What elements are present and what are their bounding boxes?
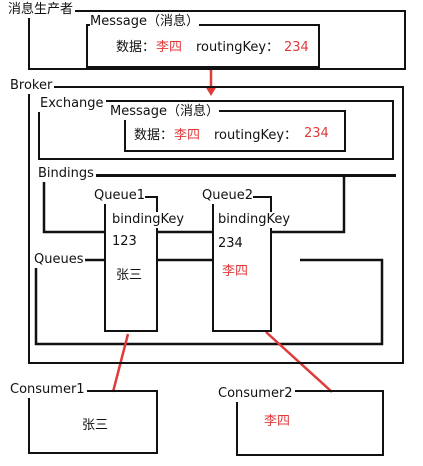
bindings-outline xyxy=(42,176,346,234)
queue1-binding-label: bindingKey xyxy=(112,212,185,228)
producer-routing-value: 234 xyxy=(284,40,309,55)
consumer2-box xyxy=(236,390,384,456)
exchange-message-title: Message（消息） xyxy=(110,104,219,120)
consumer1-content: 张三 xyxy=(82,418,109,433)
exchange-data-value: 李四 xyxy=(174,128,201,143)
producer-data-label: 数据： xyxy=(116,40,156,55)
exchange-message-box xyxy=(124,110,346,152)
queue1-binding-value: 123 xyxy=(112,234,137,249)
producer-message-box xyxy=(86,24,320,68)
exchange-routing-label: routingKey： xyxy=(214,128,298,143)
queue1-title: Queue1 xyxy=(94,188,145,204)
queue1-content: 张三 xyxy=(116,268,143,283)
bindings-label: Bindings xyxy=(36,166,96,182)
queues-label: Queues xyxy=(32,252,86,268)
exchange-routing-value: 234 xyxy=(304,126,329,141)
queue2-binding-value: 234 xyxy=(218,236,243,251)
consumer1-title: Consumer1 xyxy=(8,382,87,398)
consumer1-box xyxy=(28,390,158,454)
exchange-data-label: 数据： xyxy=(134,128,174,143)
producer-data-value: 李四 xyxy=(156,40,183,55)
bindings-top-line xyxy=(40,174,396,177)
queue2-binding-label: bindingKey xyxy=(218,212,291,228)
producer-box xyxy=(28,10,406,70)
queue2-content: 李四 xyxy=(222,264,249,279)
exchange-box xyxy=(38,100,394,160)
queue2-title: Queue2 xyxy=(202,188,253,204)
producer-routing-label: routingKey： xyxy=(196,40,280,55)
broker-title: Broker xyxy=(8,78,55,94)
producer-message-title: Message（消息） xyxy=(90,14,199,30)
exchange-title: Exchange xyxy=(38,96,106,112)
arrow-head xyxy=(205,86,217,96)
consumer2-title: Consumer2 xyxy=(216,386,295,402)
producer-title: 消息生产者 xyxy=(6,2,76,18)
broker-box xyxy=(28,86,404,364)
consumer2-content: 李四 xyxy=(264,414,291,429)
